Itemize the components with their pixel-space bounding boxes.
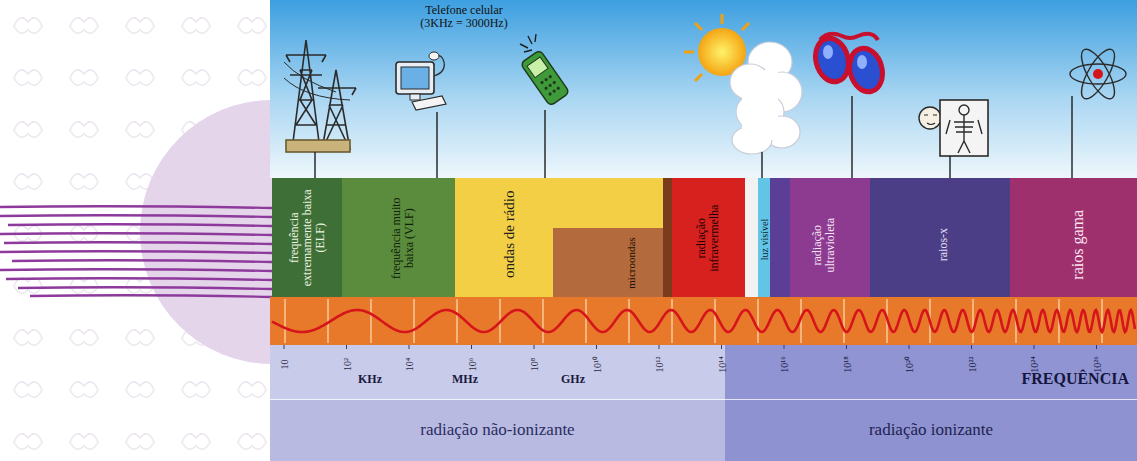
text-frame: frequência extremamente baixa (ELF) (276, 182, 338, 293)
spectrum-band: raios gama (1010, 178, 1137, 297)
radiation-banner: radiação ionizante (725, 400, 1137, 461)
cell-phone-icon (520, 34, 570, 106)
text-frame: 10²⁰ (901, 349, 917, 379)
spectrum-band: ondas de rádio microondas (455, 178, 663, 297)
text-frame: ondas de rádio (483, 182, 535, 286)
band-label: radiação ultravioleta (811, 197, 837, 292)
atom-icon (1070, 45, 1126, 103)
band-label: radiação infravermelha (695, 185, 721, 290)
frequency-tick: 10 (279, 352, 290, 376)
banner-label: radiação ionizante (731, 421, 1131, 440)
text-frame: raios gama (1052, 194, 1102, 295)
radiation-banner: radiação não-ionizante (270, 400, 725, 461)
band-label: raios-x (936, 197, 949, 292)
frequency-tick: 10⁴ (404, 352, 415, 376)
text-frame: 10² (339, 349, 355, 379)
spectrum-band: frequência muito baixa (VLF) (342, 178, 455, 297)
x-ray-icon (919, 100, 988, 156)
text-frame: 10¹⁰ (589, 349, 605, 379)
text-frame: 10¹⁶ (776, 349, 792, 379)
frequency-tick: 10²² (966, 352, 977, 376)
computer-icon (396, 52, 446, 110)
band-label: microondas (625, 234, 637, 291)
text-frame: 10¹⁸ (839, 349, 855, 379)
text-frame: microondas (611, 231, 651, 294)
spectrum-band: radiação ultravioleta (790, 178, 870, 297)
frequency-tick: 10¹⁰ (591, 352, 602, 376)
unit-label: MHz (440, 373, 490, 386)
text-frame: luz visível (758, 186, 770, 293)
text-frame: 10 (276, 349, 292, 379)
wave-strip (270, 297, 1137, 345)
band-label: ondas de rádio (501, 185, 518, 283)
unit-label: GHz (548, 373, 598, 386)
spectrum-band: radiação infravermelha (672, 178, 745, 297)
text-frame: frequência muito baixa (VLF) (378, 182, 428, 293)
decor-lines (0, 206, 272, 297)
text-frame: radiação ultravioleta (802, 194, 846, 295)
frequency-tick: 10¹⁸ (841, 352, 852, 376)
text-frame: 10⁸ (526, 349, 542, 379)
frequency-tick: 10²⁰ (904, 352, 915, 376)
unit-label: KHz (345, 373, 395, 386)
text-frame: 10¹² (651, 349, 667, 379)
spectrum-band: luz visível (758, 178, 770, 297)
band-fillers (663, 178, 790, 297)
sky-panel (270, 0, 1137, 178)
frequency-tick: 10¹⁶ (779, 352, 790, 376)
power-tower-icon (284, 40, 356, 152)
band-label: frequência muito baixa (VLF) (390, 185, 416, 290)
frequency-tick: 10¹² (654, 352, 665, 376)
sun-cloud-icon (684, 14, 802, 154)
phone-caption: Telefone celular (3KHz = 3000Hz) (412, 4, 516, 30)
banner-label: radiação não-ionizante (276, 421, 719, 440)
spectrum-band: raios-x (870, 178, 1010, 297)
frequency-tick: 10² (341, 352, 352, 376)
band-label: luz visível (759, 189, 770, 290)
frequency-tick: 10⁸ (529, 352, 540, 376)
band-label: frequência extremamente baixa (ELF) (287, 185, 327, 290)
text-frame: 10⁴ (401, 349, 417, 379)
band-label: raios gama (1068, 197, 1086, 292)
axis-title: FREQUÊNCIA (975, 370, 1129, 388)
text-frame: 10¹⁴ (714, 349, 730, 379)
spectrum-band: microondas (553, 228, 663, 297)
text-frame: radiação infravermelha (680, 182, 737, 293)
text-frame: 10²² (964, 349, 980, 379)
spectrum-band: frequência extremamente baixa (ELF) (272, 178, 342, 297)
frequency-tick: 10¹⁴ (716, 352, 727, 376)
sunglasses-icon (811, 34, 887, 96)
text-frame: raios-x (928, 194, 958, 295)
axis-strip (270, 345, 1137, 400)
